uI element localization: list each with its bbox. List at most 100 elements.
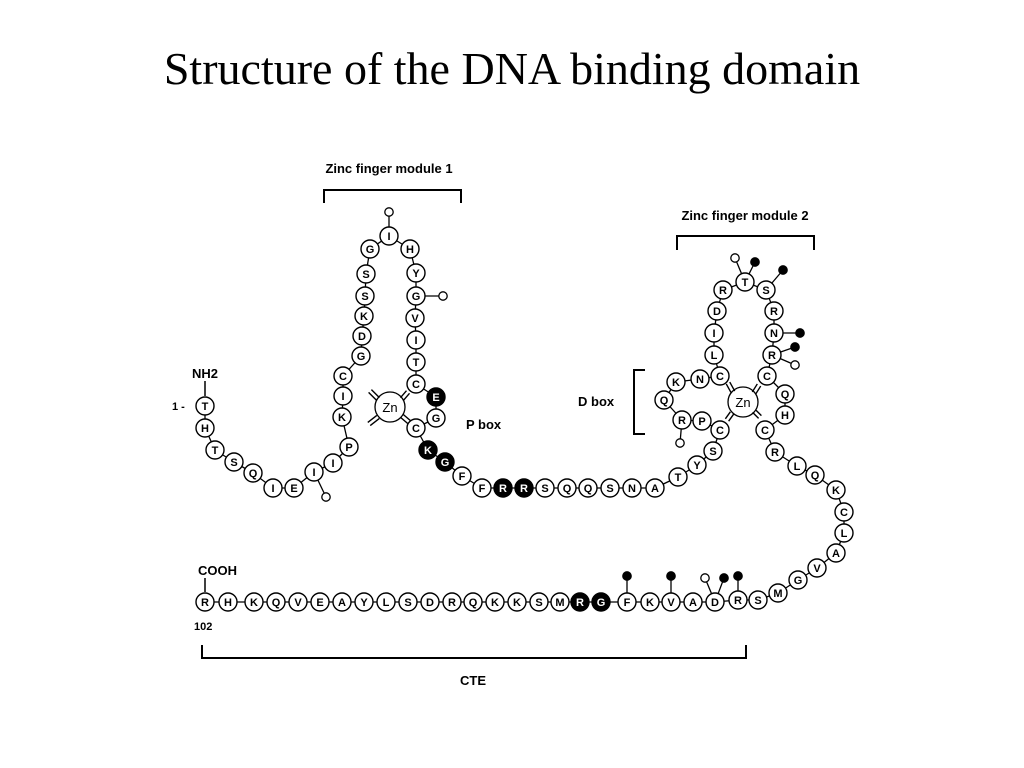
residue-letter: K <box>513 597 521 609</box>
residue: A <box>683 592 703 612</box>
residue-letter: H <box>406 244 414 256</box>
residue: C <box>757 366 777 386</box>
residue: F <box>452 466 472 486</box>
residue-letter: N <box>628 483 636 495</box>
residue: P <box>692 411 712 431</box>
dbox-bracket <box>633 369 645 435</box>
base-contact-marker <box>700 573 710 583</box>
coordination-bond <box>755 385 762 395</box>
zinc-ion-2: Zn <box>727 386 759 418</box>
residue-letter: F <box>479 483 486 495</box>
phosphate-contact-marker <box>719 573 729 583</box>
residue-letter: R <box>499 483 507 495</box>
residue-letter: L <box>841 528 848 540</box>
residue-letter: T <box>742 277 749 289</box>
residue-letter: L <box>711 350 718 362</box>
svg-text:Zn: Zn <box>735 395 750 410</box>
residue-letter: D <box>358 331 366 343</box>
residue: H <box>775 405 795 425</box>
residue: G <box>788 570 808 590</box>
residue-letter: T <box>202 401 209 413</box>
residue-letter: C <box>763 371 771 383</box>
residue: I <box>333 386 353 406</box>
residue: C <box>406 374 426 394</box>
residue-letter: C <box>761 425 769 437</box>
pbox-label: P box <box>466 417 502 432</box>
residue-letter: D <box>711 597 719 609</box>
residue-letter: K <box>360 311 368 323</box>
residue-letter: P <box>698 416 705 428</box>
residue-letter: G <box>432 413 441 425</box>
coordination-bond <box>400 416 409 425</box>
residue-letter: R <box>768 350 776 362</box>
residue-letter: G <box>366 244 375 256</box>
residue-letter: Q <box>781 389 790 401</box>
residue-letter: G <box>357 351 366 363</box>
residue-letter: S <box>404 597 411 609</box>
residue: S <box>756 280 776 300</box>
residue-letter: K <box>338 412 346 424</box>
residue: R <box>672 410 692 430</box>
residue-letter: C <box>716 371 724 383</box>
residue-letter: Q <box>249 468 258 480</box>
residue-letter: G <box>794 575 803 587</box>
residue: T <box>406 352 426 372</box>
residue: R <box>764 301 784 321</box>
base-contact-marker <box>321 492 331 502</box>
residue-letter: S <box>362 269 369 281</box>
phosphate-contact-marker <box>778 265 788 275</box>
slide-title: Structure of the DNA binding domain <box>163 43 861 94</box>
residue: M <box>768 583 788 603</box>
residue-letter: R <box>576 597 584 609</box>
coordination-bond <box>399 390 408 399</box>
residue-letter: V <box>294 597 302 609</box>
residue: Y <box>354 592 374 612</box>
residue: R <box>728 590 748 610</box>
residue-letter: E <box>290 483 297 495</box>
residue-letter: I <box>341 391 344 403</box>
residue-letter: G <box>441 457 450 469</box>
residue: Y <box>687 455 707 475</box>
residue-letter: Q <box>584 483 593 495</box>
residue: G <box>351 346 371 366</box>
residue: S <box>600 478 620 498</box>
residue: Q <box>578 478 598 498</box>
residue: V <box>288 592 308 612</box>
residue-letter: G <box>412 291 421 303</box>
residue-letter: R <box>734 595 742 607</box>
residue: S <box>529 592 549 612</box>
residue-letter: I <box>331 458 334 470</box>
residue: T <box>668 467 688 487</box>
module1-label: Zinc finger module 1 <box>325 161 452 176</box>
residue: V <box>807 558 827 578</box>
residue-letter: C <box>412 423 420 435</box>
residue: C <box>333 366 353 386</box>
residue-letter: F <box>624 597 631 609</box>
residue: S <box>356 264 376 284</box>
residue: F <box>472 478 492 498</box>
dbox-label: D box <box>578 394 615 409</box>
residue: Q <box>557 478 577 498</box>
residue: S <box>703 441 723 461</box>
module2-label: Zinc finger module 2 <box>681 208 808 223</box>
residue: R <box>442 592 462 612</box>
residue: S <box>224 452 244 472</box>
residue-letter: E <box>432 392 439 404</box>
residue-letter: K <box>672 377 680 389</box>
residue-letter: Y <box>412 268 420 280</box>
cte-label: CTE <box>460 673 486 688</box>
residue-letter: L <box>383 597 390 609</box>
phosphate-contact-marker <box>733 571 743 581</box>
nh2-label: NH2 <box>192 366 218 381</box>
cte-bracket <box>201 645 747 659</box>
residue: I <box>379 226 399 246</box>
residue-letter: D <box>426 597 434 609</box>
residue-highlighted: E <box>426 387 446 407</box>
residue-letter: S <box>361 291 368 303</box>
coordination-bond <box>402 392 411 401</box>
residue: K <box>507 592 527 612</box>
residue: I <box>304 462 324 482</box>
residue-letter: V <box>667 597 675 609</box>
residue: E <box>284 478 304 498</box>
